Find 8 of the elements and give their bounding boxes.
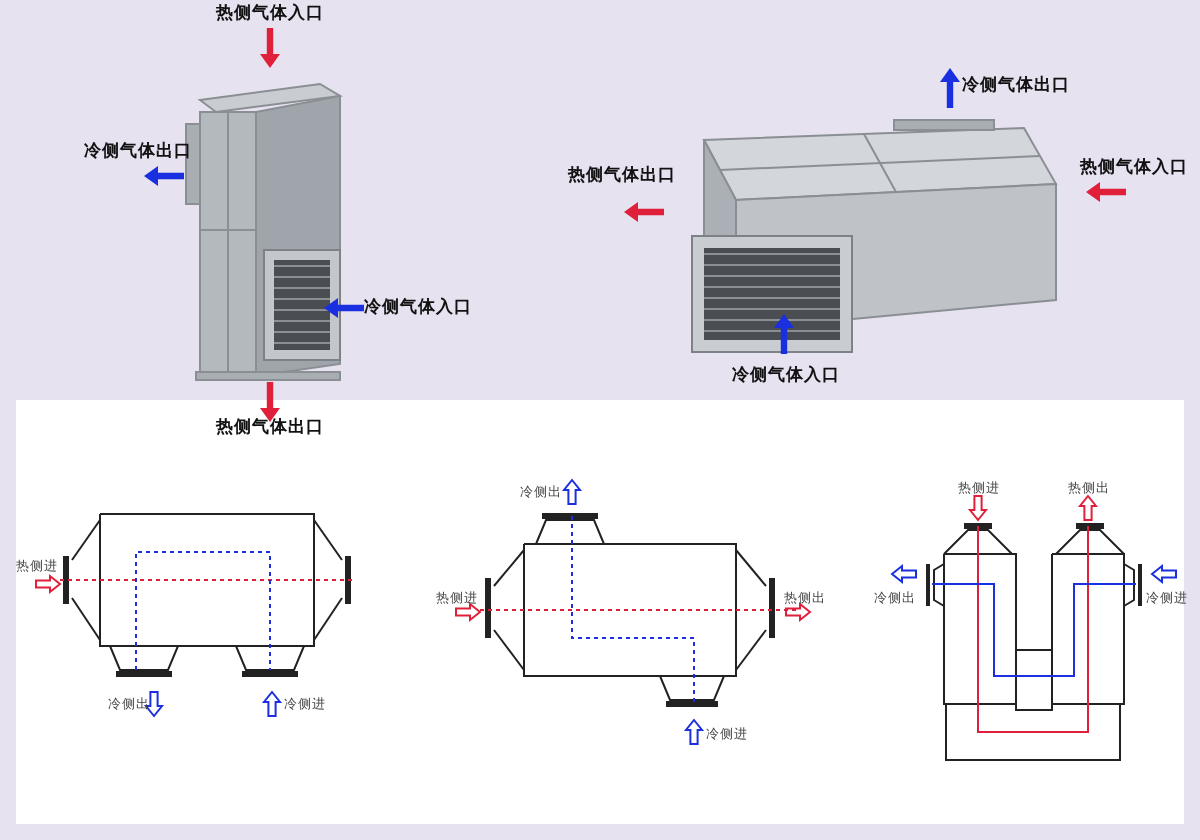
port-label: 热侧气体入口 <box>216 6 324 23</box>
port-label: 热侧气体入口 <box>1080 160 1188 177</box>
port-label: 热侧气体出口 <box>568 168 676 185</box>
port-label: 冷侧气体入口 <box>732 368 840 385</box>
port-label: 热侧气体出口 <box>216 420 324 437</box>
port-label: 冷侧气体出口 <box>84 144 192 161</box>
port-label: 冷侧气体入口 <box>364 300 472 317</box>
port-label: 冷侧气体出口 <box>962 78 1070 95</box>
